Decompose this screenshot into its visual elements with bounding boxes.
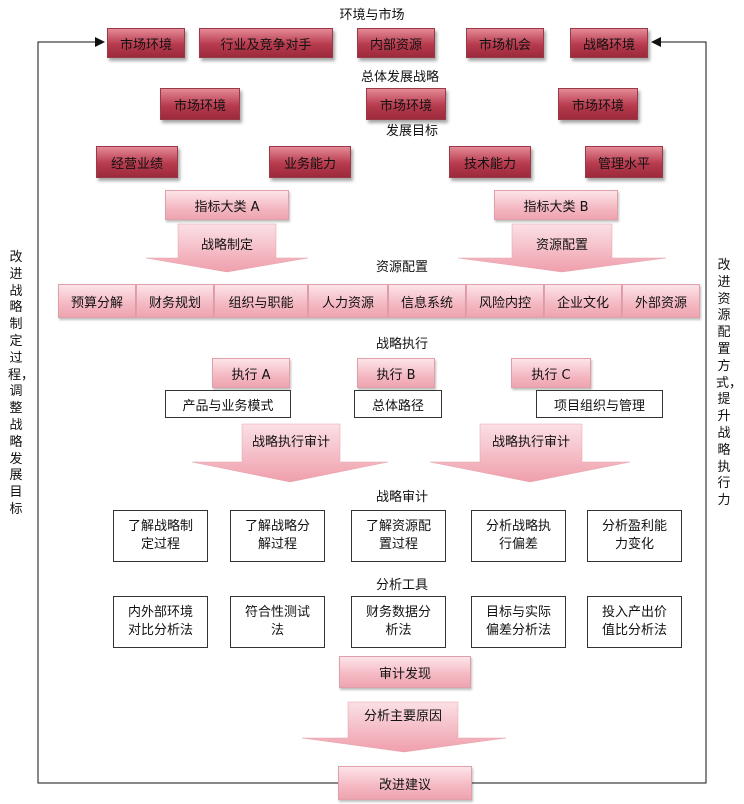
indicator-a: 指标大类 A bbox=[165, 190, 289, 220]
overall-box-1: 市场环境 bbox=[160, 88, 240, 120]
arrow-label-strategy: 战略制定 bbox=[200, 238, 253, 253]
tool-box-5: 投入产出价 值比分析法 bbox=[587, 596, 682, 648]
goals-title: 发展目标 bbox=[385, 124, 438, 139]
resource-budget: 预算分解 bbox=[58, 284, 136, 318]
big-arrow-reasons bbox=[301, 701, 507, 753]
exec-item-project: 项目组织与管理 bbox=[536, 390, 663, 418]
env-box-opportunity: 市场机会 bbox=[466, 28, 544, 58]
right-side-text: 改进资源配置方式，提升战略执行力 bbox=[716, 258, 743, 509]
overall-box-2: 市场环境 bbox=[366, 88, 446, 120]
big-arrow-strategy bbox=[145, 223, 309, 273]
env-box-industry: 行业及竞争对手 bbox=[199, 28, 333, 58]
audit-findings: 审计发现 bbox=[339, 656, 471, 688]
audit-box-5: 分析盈利能 力变化 bbox=[587, 510, 682, 562]
big-arrow-audit-right bbox=[429, 423, 631, 483]
resource-risk: 风险内控 bbox=[466, 284, 544, 318]
reasons-label: 分析主要原因 bbox=[363, 709, 442, 724]
overall-title: 总体发展战略 bbox=[360, 70, 439, 85]
goal-box-business: 业务能力 bbox=[269, 146, 351, 178]
audit-box-3: 了解资源配 置过程 bbox=[351, 510, 446, 562]
goal-box-performance: 经营业绩 bbox=[96, 146, 178, 178]
audit-title: 战略审计 bbox=[375, 490, 428, 505]
goal-box-technology: 技术能力 bbox=[449, 146, 531, 178]
resource-hr: 人力资源 bbox=[308, 284, 388, 318]
resource-culture: 企业文化 bbox=[544, 284, 622, 318]
exec-item-product: 产品与业务模式 bbox=[165, 390, 291, 418]
exec-item-path: 总体路径 bbox=[354, 390, 442, 418]
arrow-label-audit-left: 战略执行审计 bbox=[251, 435, 330, 450]
env-box-strategy: 战略环境 bbox=[570, 28, 648, 58]
audit-box-2: 了解战略分 解过程 bbox=[230, 510, 325, 562]
left-feedback-line bbox=[37, 37, 338, 784]
env-box-market: 市场环境 bbox=[107, 28, 185, 58]
overall-box-3: 市场环境 bbox=[558, 88, 638, 120]
exec-head-a: 执行 A bbox=[212, 358, 290, 388]
big-arrow-resource bbox=[457, 223, 667, 273]
exec-head-b: 执行 B bbox=[357, 358, 435, 388]
tool-box-3: 财务数据分 析法 bbox=[351, 596, 446, 648]
arrow-label-resource: 资源配置 bbox=[535, 238, 588, 253]
env-title: 环境与市场 bbox=[339, 8, 405, 23]
indicator-b: 指标大类 B bbox=[494, 190, 618, 220]
goal-box-management: 管理水平 bbox=[585, 146, 663, 178]
resource-is: 信息系统 bbox=[388, 284, 466, 318]
arrow-label-audit-right: 战略执行审计 bbox=[491, 435, 570, 450]
execution-title: 战略执行 bbox=[375, 337, 428, 352]
exec-head-c: 执行 C bbox=[511, 358, 591, 388]
tool-box-4: 目标与实际 偏差分析法 bbox=[471, 596, 566, 648]
tool-box-2: 符合性测试 法 bbox=[230, 596, 325, 648]
resource-external: 外部资源 bbox=[622, 284, 700, 318]
resources-title: 资源配置 bbox=[375, 260, 428, 275]
right-feedback-line bbox=[472, 37, 707, 784]
env-box-internal: 内部资源 bbox=[357, 28, 435, 58]
big-arrow-audit-left bbox=[191, 423, 389, 483]
improvement-suggestion: 改进建议 bbox=[338, 766, 472, 800]
left-side-text: 改进战略制定过程，调整战略发展目标 bbox=[8, 250, 35, 517]
resource-organization: 组织与职能 bbox=[214, 284, 308, 318]
tools-title: 分析工具 bbox=[375, 578, 428, 593]
resource-finance: 财务规划 bbox=[136, 284, 214, 318]
audit-box-4: 分析战略执 行偏差 bbox=[471, 510, 566, 562]
audit-box-1: 了解战略制 定过程 bbox=[113, 510, 208, 562]
tool-box-1: 内外部环境 对比分析法 bbox=[113, 596, 208, 648]
